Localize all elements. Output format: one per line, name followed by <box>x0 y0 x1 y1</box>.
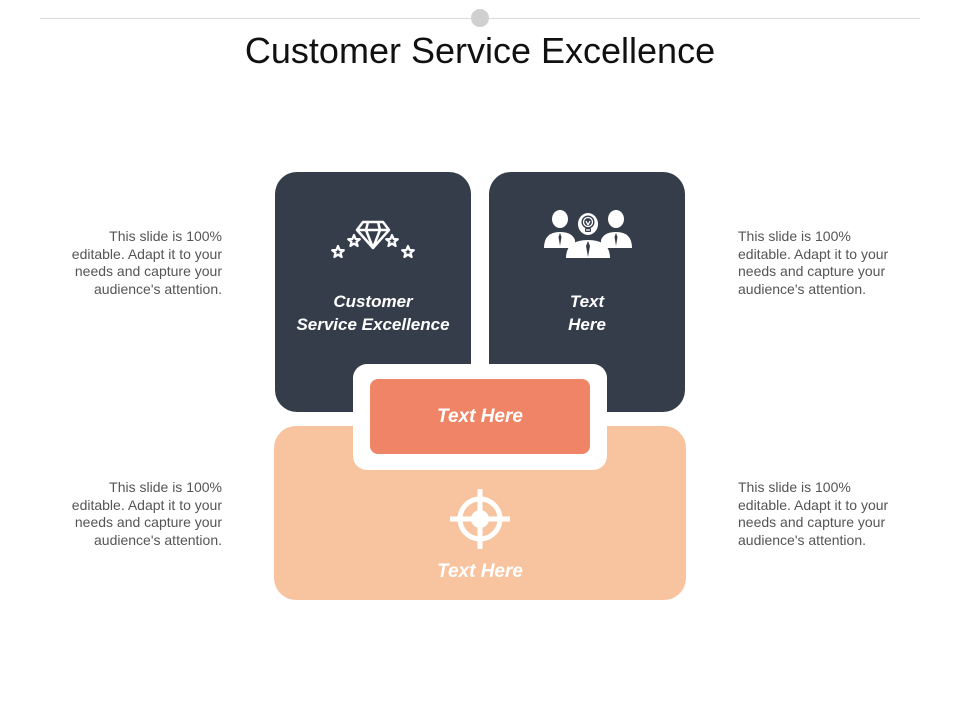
side-note-top-left: This slide is 100% editable. Adapt it to… <box>71 228 222 297</box>
slide-title: Customer Service Excellence <box>244 30 716 71</box>
bottom-box-label: Text Here <box>437 561 523 582</box>
team-idea-icon <box>544 210 632 258</box>
left-box-label-line1: Customer <box>333 292 413 311</box>
left-box-label: Customer Service Excellence <box>275 290 471 336</box>
top-divider-dot <box>471 9 489 27</box>
right-box-label-line2: Here <box>568 315 606 334</box>
left-box-label-line2: Service Excellence <box>296 315 450 334</box>
side-note-bottom-left: This slide is 100% editable. Adapt it to… <box>71 479 222 548</box>
side-note-top-right: This slide is 100% editable. Adapt it to… <box>738 228 889 297</box>
diamond-stars-icon <box>331 220 415 259</box>
center-text-box: Text Here <box>370 379 590 454</box>
target-icon <box>450 489 510 549</box>
side-note-bottom-right: This slide is 100% editable. Adapt it to… <box>738 479 889 548</box>
right-box-label-line1: Text <box>569 292 605 311</box>
right-box-label: Text Here <box>489 290 685 336</box>
